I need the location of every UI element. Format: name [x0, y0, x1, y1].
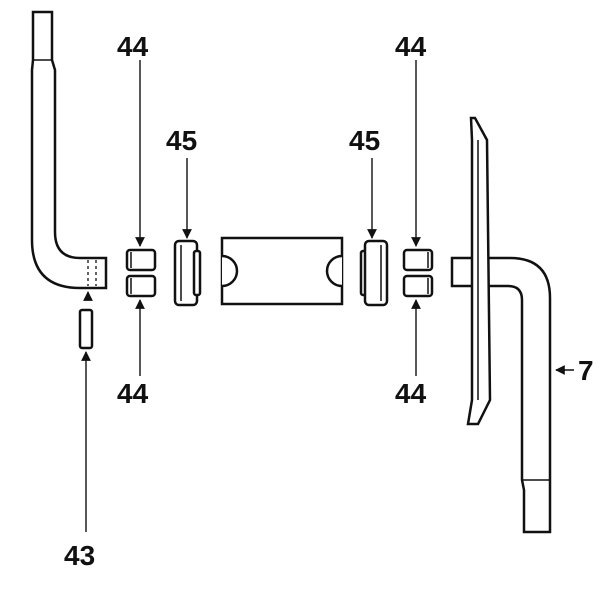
label-44-bottom-left: 44	[117, 378, 149, 409]
pin-43	[78, 308, 94, 350]
label-45-left: 45	[166, 125, 197, 156]
label-7: 7	[578, 355, 594, 386]
left-crank-arm	[30, 10, 108, 290]
center-hub	[220, 236, 344, 306]
label-44-top-left: 44	[117, 31, 149, 62]
label-43: 43	[64, 540, 95, 571]
right-bearing-cups-44	[402, 248, 434, 298]
left-bearing-cups-44	[125, 248, 157, 298]
label-45-right: 45	[349, 125, 380, 156]
label-44-top-right: 44	[395, 31, 427, 62]
label-44-bottom-right: 44	[395, 378, 427, 409]
leader-lines	[81, 60, 574, 532]
right-bearing-45	[359, 239, 389, 307]
right-crank-arm-7	[450, 116, 552, 534]
left-bearing-45	[173, 239, 202, 307]
